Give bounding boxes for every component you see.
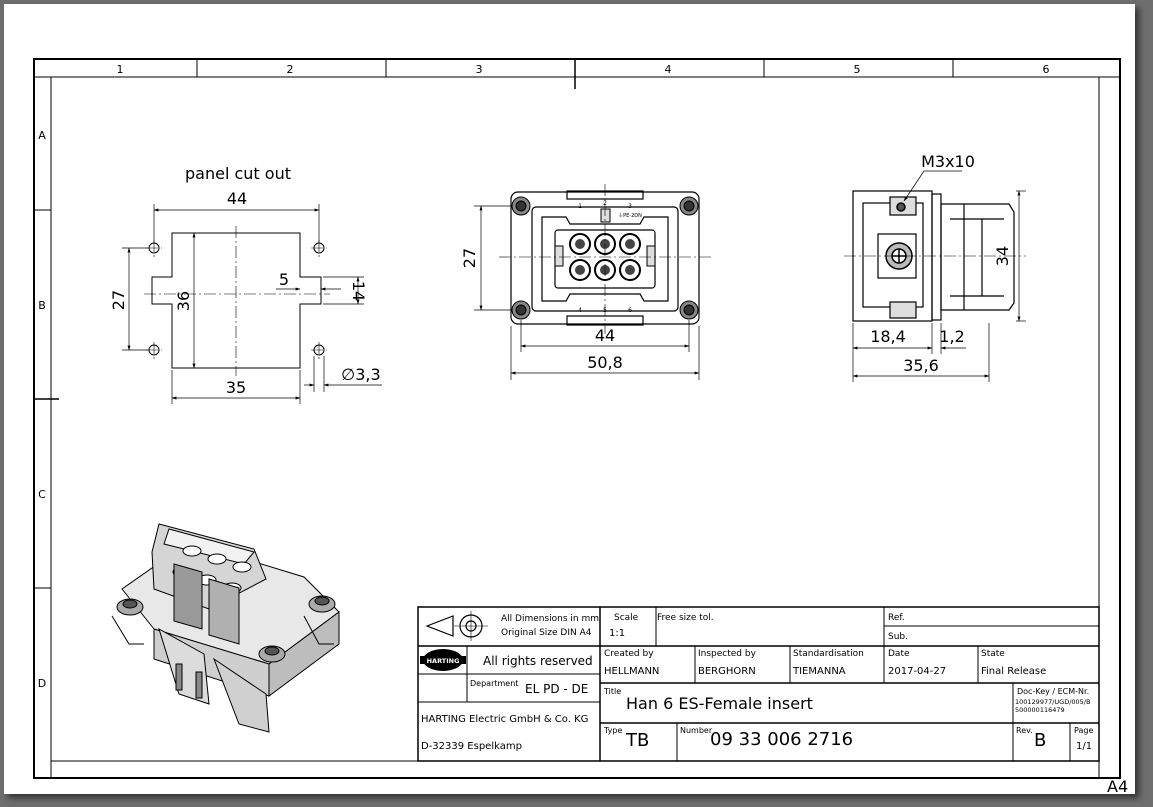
- corner-screws: [511, 196, 699, 320]
- state-value: Final Release: [981, 666, 1047, 677]
- dim-side-height: 34: [993, 246, 1012, 266]
- panel-cutout-view: panel cut out: [109, 164, 382, 404]
- company-name: HARTING Electric GmbH & Co. KG: [421, 714, 589, 725]
- created-value: HELLMANN: [604, 666, 660, 677]
- dim-side-screw: M3x10: [921, 152, 975, 171]
- col-label: 4: [665, 63, 672, 76]
- cutout-title: panel cut out: [185, 164, 291, 183]
- rights-note: All rights reserved: [483, 654, 593, 668]
- size-note: Original Size DIN A4: [501, 628, 592, 638]
- company-address: D-32339 Espelkamp: [421, 741, 522, 752]
- col-label: 5: [854, 63, 861, 76]
- harting-logo-icon: HARTING: [420, 649, 466, 671]
- col-label: 1: [117, 63, 124, 76]
- row-label: A: [38, 129, 46, 142]
- state-label: State: [981, 649, 1005, 659]
- column-labels: 1 2 3 4 5 6: [117, 63, 1050, 76]
- format-mark: A4: [1107, 777, 1128, 794]
- rev-label: Rev.: [1016, 726, 1033, 735]
- technical-drawing: 1 2 3 4 5 6 A B C D A4 panel cut out: [33, 58, 1128, 794]
- rev-value: B: [1034, 730, 1047, 751]
- standardisation-label: Standardisation: [793, 649, 864, 659]
- dim-front-width-inner: 44: [595, 326, 615, 345]
- page-label: Page: [1074, 726, 1094, 735]
- row-labels: A B C D: [38, 129, 46, 690]
- department-label: Department: [470, 679, 519, 688]
- standardisation-value: TIEMANNA: [793, 666, 846, 677]
- department-value: EL PD - DE: [525, 682, 589, 696]
- pin-mark: 3: [628, 203, 632, 210]
- dims-note: All Dimensions in mm: [501, 614, 600, 624]
- tolerance-label: Free size tol.: [657, 613, 714, 623]
- date-label: Date: [888, 649, 910, 659]
- inspected-value: BERGHORN: [698, 666, 756, 677]
- drawing-sheet: 1 2 3 4 5 6 A B C D A4 panel cut out: [4, 4, 1135, 794]
- dim-cutout-width-bottom: 35: [226, 378, 246, 397]
- row-label: D: [38, 677, 46, 690]
- col-label: 2: [287, 63, 294, 76]
- page-value: 1/1: [1076, 741, 1093, 752]
- ref-label: Ref.: [888, 613, 905, 623]
- date-value: 2017-04-27: [888, 666, 947, 677]
- svg-text:HARTING: HARTING: [427, 657, 460, 665]
- dim-front-width-outer: 50,8: [587, 353, 623, 372]
- row-label: B: [38, 299, 46, 312]
- projection-symbol-icon: [425, 611, 488, 641]
- created-label: Created by: [604, 649, 654, 659]
- number-value: 09 33 006 2716: [710, 729, 854, 750]
- contact-pins: [575, 239, 635, 275]
- number-label: Number: [680, 726, 713, 735]
- dim-side-depth-a: 18,4: [870, 327, 906, 346]
- row-label: C: [38, 488, 46, 501]
- isometric-view: [111, 523, 340, 733]
- drawing-title: Han 6 ES-Female insert: [626, 694, 813, 713]
- dockey-line2: 500000116479: [1015, 706, 1065, 714]
- dim-side-depth-b: 1,2: [939, 327, 964, 346]
- dim-cutout-width-top: 44: [227, 189, 247, 208]
- dim-cutout-notch: 5: [279, 270, 289, 289]
- sub-label: Sub.: [888, 632, 908, 642]
- type-label: Type: [604, 726, 623, 735]
- pe-mark: ⏚PE-2DN: [618, 212, 642, 219]
- scale-label: Scale: [614, 613, 639, 623]
- col-label: 3: [476, 63, 483, 76]
- dim-cutout-height-left: 27: [109, 290, 128, 310]
- title-block-frame: [417, 606, 1100, 762]
- pin-mark: 6: [628, 307, 632, 314]
- title-label: Title: [604, 687, 622, 696]
- dockey-line1: 100129977/UGD/005/B: [1015, 698, 1091, 706]
- col-label: 6: [1043, 63, 1050, 76]
- type-value: TB: [626, 730, 650, 751]
- front-view: 1 2 3 4 5 6 ⏚PE-2DN 27 44 50,8: [460, 184, 711, 380]
- dim-cutout-hole: ∅3,3: [341, 365, 380, 384]
- pin-mark: 1: [578, 203, 582, 210]
- pin-mark: 2: [603, 200, 607, 207]
- scale-value: 1:1: [609, 628, 626, 639]
- dockey-label: Doc-Key / ECM-Nr.: [1017, 687, 1090, 696]
- side-view: M3x10 34 18,4 1,2 35,6: [844, 152, 1026, 382]
- pin-mark: 4: [578, 307, 582, 314]
- dim-front-height: 27: [460, 248, 479, 268]
- dim-cutout-height-inner: 36: [174, 291, 193, 311]
- dim-side-depth-total: 35,6: [903, 356, 939, 375]
- dim-cutout-height-right: 14: [349, 281, 368, 301]
- inspected-label: Inspected by: [698, 649, 756, 659]
